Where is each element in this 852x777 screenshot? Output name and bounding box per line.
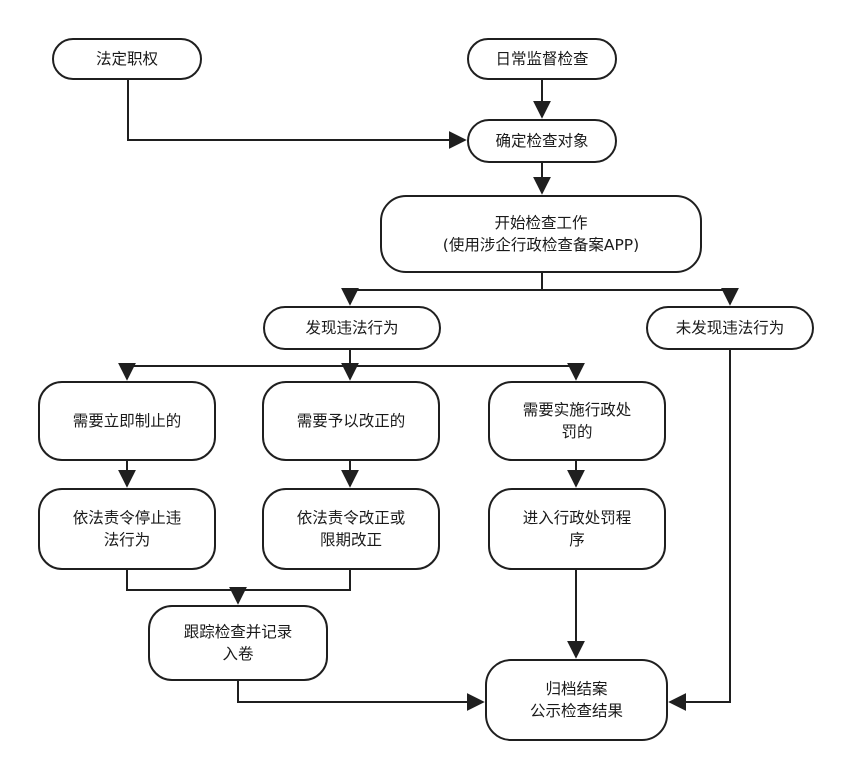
edge-start-split bbox=[350, 273, 730, 291]
edge-orders-merge bbox=[126, 570, 351, 603]
node-order-stop-line2: 法行为 bbox=[103, 531, 151, 549]
node-track-record-line2: 入卷 bbox=[222, 645, 254, 663]
node-order-correct-line1: 依法责令改正或 bbox=[296, 508, 406, 527]
node-enter-penalty: 进入行政处罚程 序 bbox=[488, 488, 666, 570]
node-order-correct: 依法责令改正或 限期改正 bbox=[262, 488, 440, 570]
node-daily-supervision-label: 日常监督检查 bbox=[495, 49, 589, 68]
node-daily-supervision: 日常监督检查 bbox=[467, 38, 617, 80]
edge-noviol-to-archive bbox=[668, 350, 731, 711]
node-legal-authority-label: 法定职权 bbox=[95, 49, 158, 68]
node-order-stop: 依法责令停止违 法行为 bbox=[38, 488, 216, 570]
node-archive-line1: 归档结案 bbox=[545, 679, 608, 698]
node-correct-needed: 需要予以改正的 bbox=[262, 381, 440, 461]
node-archive-line2: 公示检查结果 bbox=[529, 702, 623, 720]
node-start-work-line2: (使用涉企行政检查备案APP) bbox=[442, 236, 640, 254]
node-admin-penalty-line2: 罚的 bbox=[561, 423, 593, 441]
node-stop-immediately: 需要立即制止的 bbox=[38, 381, 216, 461]
edge-track-to-archive bbox=[237, 681, 485, 711]
node-enter-penalty-line2: 序 bbox=[569, 531, 585, 549]
node-archive: 归档结案 公示检查结果 bbox=[485, 659, 668, 741]
node-found-violation-label: 发现违法行为 bbox=[305, 318, 399, 337]
node-admin-penalty-line1: 需要实施行政处 bbox=[522, 400, 632, 419]
node-legal-authority: 法定职权 bbox=[52, 38, 202, 80]
node-found-violation: 发现违法行为 bbox=[263, 306, 441, 350]
node-track-record-line1: 跟踪检查并记录 bbox=[183, 622, 293, 641]
node-stop-immediately-label: 需要立即制止的 bbox=[72, 411, 182, 430]
node-no-violation-label: 未发现违法行为 bbox=[675, 318, 785, 337]
node-start-work: 开始检查工作 (使用涉企行政检查备案APP) bbox=[380, 195, 702, 273]
edge-found-split bbox=[127, 350, 576, 367]
node-order-correct-line2: 限期改正 bbox=[319, 531, 382, 549]
node-correct-needed-label: 需要予以改正的 bbox=[296, 411, 406, 430]
node-order-stop-line1: 依法责令停止违 bbox=[72, 508, 182, 527]
node-determine-target-label: 确定检查对象 bbox=[495, 131, 589, 150]
node-track-record: 跟踪检查并记录 入卷 bbox=[148, 605, 328, 681]
node-enter-penalty-line1: 进入行政处罚程 bbox=[522, 508, 632, 527]
node-start-work-line1: 开始检查工作 bbox=[494, 213, 588, 232]
edge-legal-to-target bbox=[127, 80, 467, 149]
node-determine-target: 确定检查对象 bbox=[467, 119, 617, 163]
node-no-violation: 未发现违法行为 bbox=[646, 306, 814, 350]
node-admin-penalty: 需要实施行政处 罚的 bbox=[488, 381, 666, 461]
